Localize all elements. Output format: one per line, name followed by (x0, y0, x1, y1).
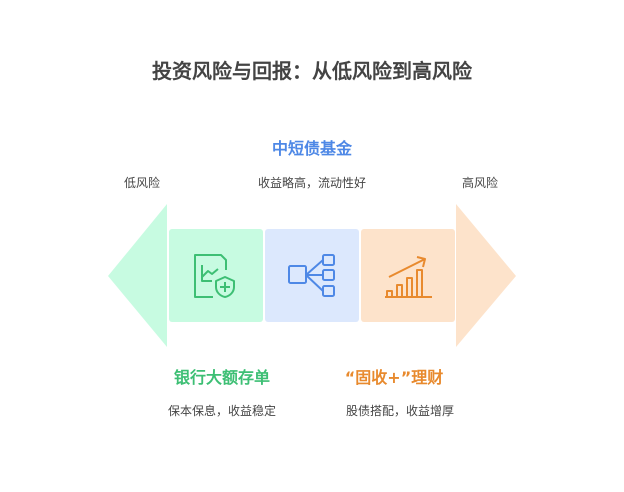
item-title-medium: 中短债基金 (271, 139, 352, 158)
low-risk-box (169, 229, 263, 322)
growth-chart-icon (385, 255, 432, 298)
medium-risk-box (265, 229, 359, 322)
hierarchy-icon (288, 253, 335, 297)
low-risk-label: 低风险 (124, 176, 161, 190)
page-title: 投资风险与回报：从低风险到高风险 (152, 59, 472, 83)
right-arrowhead (456, 204, 516, 347)
left-arrowhead (108, 204, 167, 347)
item-desc-medium: 收益略高，流动性好 (257, 176, 366, 190)
item-desc-high: 股债搭配，收益增厚 (345, 404, 454, 418)
item-title-low: 银行大额存单 (173, 368, 270, 387)
item-desc-low: 保本保息，收益稳定 (167, 404, 276, 418)
high-risk-label: 高风险 (461, 176, 498, 190)
document-chart-shield-icon (194, 253, 235, 298)
item-title-high: “固收+”理财 (344, 368, 444, 387)
high-risk-box (361, 229, 455, 322)
